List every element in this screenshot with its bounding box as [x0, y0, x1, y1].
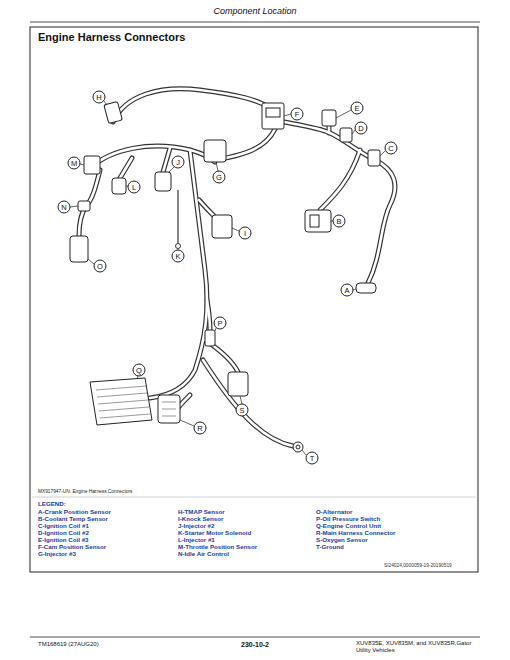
callout-letter: N — [58, 201, 71, 214]
legend-entry: B-Coolant Temp Sensor — [38, 515, 108, 522]
legend-entry: T-Ground — [316, 543, 344, 550]
callout-letter: D — [355, 122, 368, 135]
legend-entry: R-Main Harness Connector — [316, 529, 395, 536]
figure-rule — [32, 497, 476, 498]
callout-letter: G — [213, 171, 226, 184]
coil1-connector — [368, 150, 380, 166]
callout-letter: P — [214, 317, 227, 330]
coolant-connector — [305, 210, 331, 232]
injector2-connector — [155, 172, 171, 191]
legend-entry: K-Starter Motor Solenoid — [178, 529, 251, 536]
legend-entry: M-Throttle Position Sensor — [178, 543, 257, 550]
figure-id: MX917947-UN: Engine Harness Connectors — [38, 489, 132, 495]
legend-entry: E-Ignition Coil #3 — [38, 536, 89, 543]
callout-letter: K — [172, 250, 185, 263]
legend-entry: S-Oxygen Sensor — [316, 536, 368, 543]
oil-pressure-connector — [205, 330, 215, 346]
legend-entry: J-Injector #2 — [178, 522, 214, 529]
callout-letter: F — [291, 108, 304, 121]
knock-connector — [212, 215, 232, 238]
footer-rule — [30, 637, 480, 638]
oxygen-connector — [228, 372, 248, 396]
legend-entry: G-Injector #3 — [38, 550, 76, 557]
page-frame — [30, 27, 478, 572]
legend-entry: F-Cam Position Sensor — [38, 543, 106, 550]
legend-entry: H-TMAP Sensor — [178, 508, 225, 515]
callout-letter: H — [93, 91, 106, 104]
ecu-pins — [96, 386, 176, 418]
manual-number: TM168619 (27AUG20) — [38, 641, 99, 648]
legend-entry: N-Idle Air Control — [178, 550, 229, 557]
crank-sensor-connector — [356, 283, 376, 293]
callout-letter: T — [306, 452, 319, 465]
leader-lines — [70, 101, 385, 455]
callout-letter: J — [172, 156, 185, 169]
callout-letter: C — [385, 142, 398, 155]
callout-letter: R — [194, 422, 207, 435]
cam-connector — [262, 103, 284, 129]
injector1-connector — [112, 178, 126, 194]
legend-entry: O-Alternator — [316, 508, 352, 515]
legend-entry: I-Knock Sensor — [178, 515, 223, 522]
callout-letter: A — [341, 284, 354, 297]
legend-entry: P-Oil Pressure Switch — [316, 515, 380, 522]
connector-detail — [266, 108, 280, 117]
callout-letter: O — [94, 260, 107, 273]
harness-wire — [79, 89, 395, 446]
callout-letter: M — [68, 157, 81, 170]
coil3-connector — [322, 110, 336, 126]
connector-detail — [310, 215, 319, 227]
starter-lead — [177, 190, 178, 243]
tmap-connector — [104, 101, 122, 123]
ground-ring — [293, 442, 303, 452]
callout-letter: I — [239, 227, 252, 240]
callout-letter: E — [351, 102, 364, 115]
starter-terminal — [176, 244, 181, 249]
callout-letter: Q — [133, 364, 146, 377]
ecu-connector — [90, 378, 152, 425]
legend-heading: LEGEND: — [38, 500, 66, 507]
coil2-connector — [340, 128, 352, 142]
legend-entry: D-Ignition Coil #2 — [38, 529, 89, 536]
header-rule — [30, 22, 480, 23]
throttle-connector — [84, 156, 100, 174]
document-code: SI24024,0000059-19-20190519 — [384, 563, 452, 569]
alternator-connector — [70, 236, 88, 262]
legend-entry: C-Ignition Coil #1 — [38, 522, 89, 529]
harness-wire-core — [79, 89, 395, 446]
iac-clip — [78, 201, 90, 211]
legend-entry: Q-Engine Control Unit — [316, 522, 381, 529]
injector3-connector — [204, 140, 226, 162]
legend-entry: A-Crank Position Sensor — [38, 508, 111, 515]
callout-letter: L — [128, 181, 141, 194]
callout-letter: S — [236, 404, 249, 417]
figure-title: Engine Harness Connectors — [38, 31, 185, 44]
ground-ring-hole — [296, 445, 300, 449]
legend-entry: L-Injector #1 — [178, 536, 215, 543]
page-header: Component Location — [213, 6, 296, 16]
vehicle-models: XUV835E, XUV835M, and XUV835R,Gator Util… — [356, 640, 478, 654]
callout-letter: B — [333, 215, 346, 228]
page-number: 230-10-2 — [241, 641, 269, 649]
main-harness-connector — [158, 395, 180, 423]
